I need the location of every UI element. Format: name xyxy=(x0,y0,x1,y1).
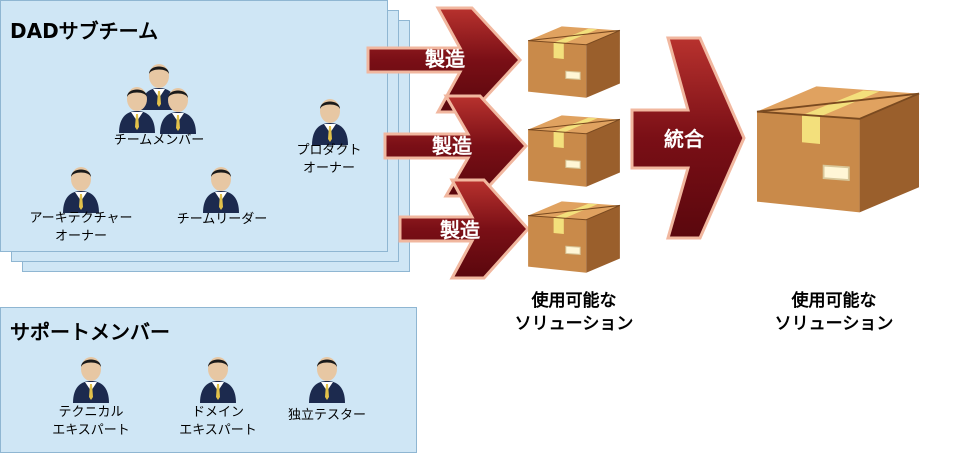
person-icon xyxy=(196,351,240,403)
box-icon xyxy=(523,192,625,276)
build-arrow-2: 製造 xyxy=(383,94,529,198)
support-panel: サポートメンバー テクニカル エキスパート ドメイン エキスパート 独立テスター xyxy=(0,307,417,453)
large-box-icon xyxy=(748,66,928,222)
team-lead-label: チームリーダー xyxy=(176,212,268,227)
integrate-label: 統合 xyxy=(664,127,705,151)
small-solution-label: 使用可能な ソリューション xyxy=(514,291,634,334)
large-solution-label: 使用可能な ソリューション xyxy=(774,291,894,334)
person-icon xyxy=(156,82,200,134)
build-label-2: 製造 xyxy=(432,134,473,158)
person-icon xyxy=(69,351,113,403)
subteam-title: DADサブチーム xyxy=(10,19,159,43)
person-icon xyxy=(59,161,103,213)
product-owner-label: プロダクト オーナー xyxy=(296,143,362,176)
build-arrows: 製造 製造 製造 xyxy=(366,6,531,280)
support-title: サポートメンバー xyxy=(10,320,170,344)
team-member-label: チームメンバー xyxy=(113,133,205,148)
box-icon xyxy=(523,17,625,101)
build-arrow-3: 製造 xyxy=(398,178,531,280)
domain-expert-label: ドメイン エキスパート xyxy=(179,405,257,438)
technical-expert-label: テクニカル エキスパート xyxy=(52,405,130,438)
independent-tester-label: 独立テスター xyxy=(287,408,366,423)
subteam-panel-stack: DADサブチーム チームメンバー プロダクト オーナー アーキテクチャー オーナ… xyxy=(0,0,410,272)
box-icon xyxy=(523,106,625,190)
subteam-panel: DADサブチーム チームメンバー プロダクト オーナー アーキテクチャー オーナ… xyxy=(0,0,388,252)
build-label-3: 製造 xyxy=(440,218,481,242)
build-label-1: 製造 xyxy=(425,47,466,71)
person-icon xyxy=(305,351,349,403)
architecture-owner-label: アーキテクチャー オーナー xyxy=(29,211,133,244)
build-arrow-1: 製造 xyxy=(366,6,523,114)
person-icon xyxy=(115,81,159,133)
integrate-arrow: 統合 xyxy=(630,36,746,240)
person-icon xyxy=(199,161,243,213)
person-icon xyxy=(308,93,352,145)
